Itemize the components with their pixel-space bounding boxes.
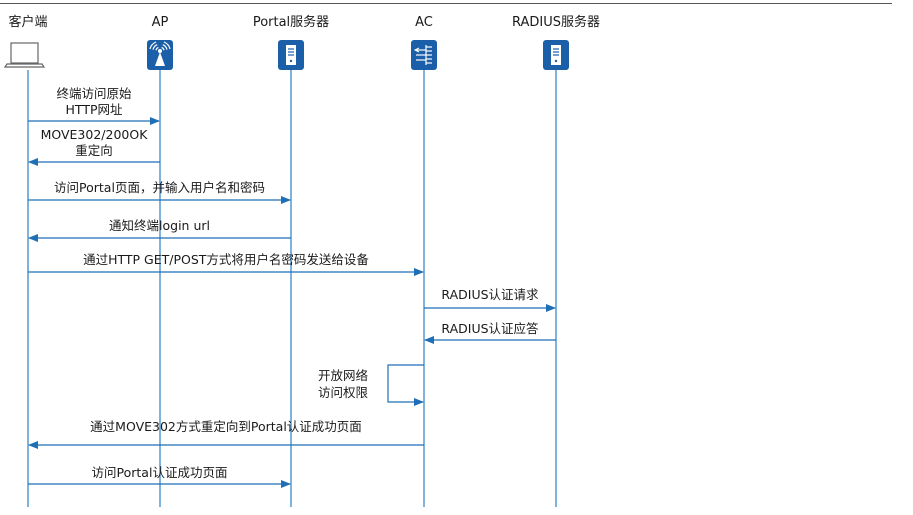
message-label: 终端访问原始 [56,86,132,101]
message-label: HTTP网址 [66,102,123,117]
message-10: 访问Portal认证成功页面 [28,465,291,488]
participant-label-ac: AC [415,15,433,30]
message-label: 访问Portal认证成功页面 [92,465,228,480]
message-label: 通过HTTP GET/POST方式将用户名密码发送给设备 [83,252,369,267]
self-loop-arrow [387,364,424,406]
message-label: 通过MOVE302方式重定向到Portal认证成功页面 [90,419,362,434]
message-label: 访问Portal页面，并输入用户名和密码 [54,180,265,195]
message-label: 访问权限 [318,385,369,400]
message-5: 通过HTTP GET/POST方式将用户名密码发送给设备 [28,252,424,276]
message-label: RADIUS认证应答 [441,321,539,336]
message-label: RADIUS认证请求 [441,287,539,302]
access-controller-icon [411,40,437,70]
message-9: 通过MOVE302方式重定向到Portal认证成功页面 [28,419,424,449]
message-label: 通知终端login url [109,218,210,233]
participant-label-ap: AP [152,15,169,30]
laptop-icon [3,42,46,68]
message-label: 开放网络 [318,368,369,383]
message-7: RADIUS认证应答 [424,321,556,344]
server-icon [278,40,304,70]
message-6: RADIUS认证请求 [424,287,556,312]
message-3: 访问Portal页面，并输入用户名和密码 [28,180,291,204]
message-label: 重定向 [75,143,113,158]
message-label: MOVE302/200OK [41,127,149,142]
access-point-icon [147,40,173,70]
participant-label-portal: Portal服务器 [253,14,329,30]
top-rule [0,3,892,4]
participant-label-radius: RADIUS服务器 [512,14,600,30]
server-icon [543,40,569,70]
message-4: 通知终端login url [28,218,291,242]
participant-label-client: 客户端 [8,14,47,30]
